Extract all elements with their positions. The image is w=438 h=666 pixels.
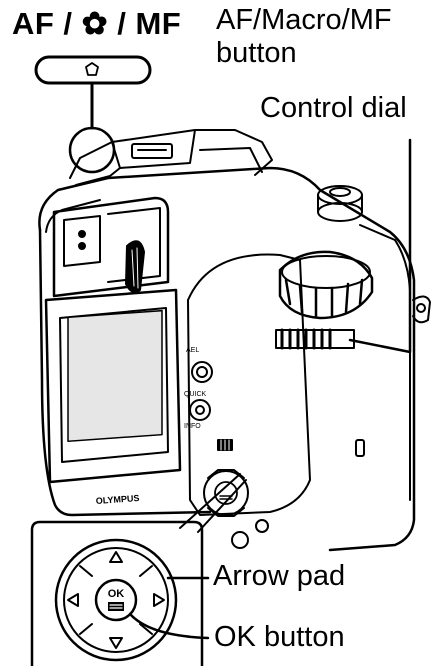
- inset-leader-lines: [179, 473, 247, 533]
- svg-text:INFO: INFO: [184, 423, 201, 430]
- svg-text:QUICK: QUICK: [184, 391, 207, 398]
- right-arrow-icon: [153, 593, 165, 607]
- ok-button-illustration: [94, 578, 138, 622]
- af-macro-mf-description: AF/Macro/MF button: [216, 4, 392, 70]
- down-arrow-icon: [109, 637, 123, 649]
- control-dial-illustration: [275, 138, 412, 354]
- camera-brand-text: OLYMPUS: [95, 493, 139, 506]
- ok-button-text: OK: [108, 588, 125, 600]
- up-arrow-icon: [109, 551, 123, 563]
- arrow-pad-label: Arrow pad: [213, 560, 346, 592]
- af-desc-line1: AF/Macro/MF: [216, 4, 392, 36]
- menu-lines-icon: [108, 602, 124, 611]
- af-desc-line2: button: [216, 37, 297, 69]
- pentagon-icon: [85, 62, 99, 76]
- af-macro-mf-symbol-label: AF / ✿ / MF: [12, 6, 182, 41]
- arrow-pad-inset: OK: [30, 520, 210, 666]
- camera-body: AEL QUICK INFO OLYMPUS: [38, 129, 431, 552]
- svg-text:AEL: AEL: [186, 347, 199, 354]
- left-arrow-icon: [67, 593, 79, 607]
- control-dial-label: Control dial: [260, 92, 407, 124]
- lcd-screen: [67, 309, 163, 442]
- ok-button-label: OK button: [214, 621, 345, 653]
